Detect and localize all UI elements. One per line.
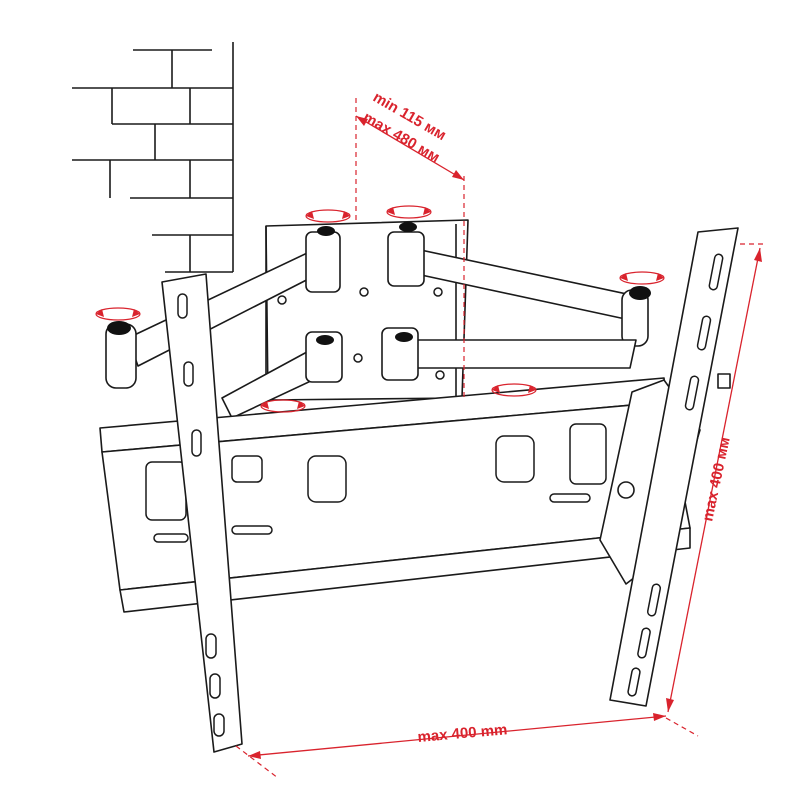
rotate-arrow-icon [386, 205, 432, 219]
left-end-post [105, 321, 137, 389]
pivot-top-right [399, 222, 417, 232]
right-lower-arm [381, 327, 637, 381]
dimension-depth [355, 98, 465, 400]
right-vertical-bracket [609, 227, 739, 707]
pivot-lower-left [316, 335, 334, 345]
label-vertical-max: max 400 мм [699, 436, 733, 523]
right-upper-arm [387, 222, 651, 347]
label-horizontal-max: max 400 mm [417, 721, 508, 746]
brick-wall [72, 42, 234, 273]
pivot-right-end [629, 286, 651, 300]
dimension-vertical [665, 243, 766, 737]
rotation-indicators [95, 205, 665, 413]
left-lower-arm [221, 331, 343, 419]
tilt-knob [617, 481, 635, 499]
left-vertical-bracket [161, 273, 243, 753]
rotate-arrow-icon [491, 383, 537, 397]
pivot-left-end [107, 321, 131, 335]
dimension-horizontal [235, 713, 667, 779]
pivot-lower-right [395, 332, 413, 342]
horizontal-crossbar [99, 377, 691, 613]
rotate-arrow-icon [95, 307, 141, 321]
rotate-arrow-icon [260, 399, 306, 413]
pivot-top-left [317, 226, 335, 236]
rotate-arrow-icon [305, 209, 351, 223]
rotate-arrow-icon [619, 271, 665, 285]
